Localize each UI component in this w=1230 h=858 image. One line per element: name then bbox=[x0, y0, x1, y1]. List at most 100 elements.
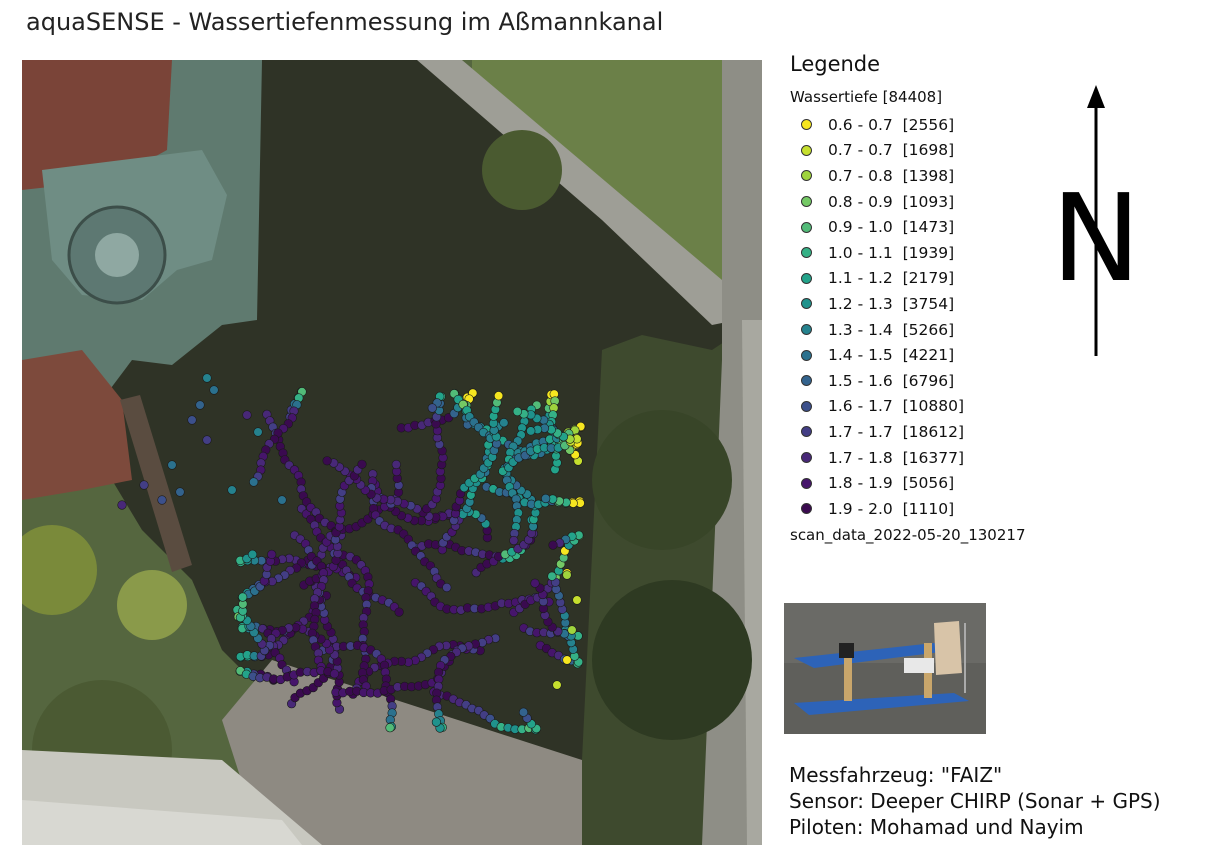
legend-swatch-icon bbox=[801, 144, 812, 156]
legend-title: Legende bbox=[790, 52, 881, 76]
depth-points-layer bbox=[117, 373, 586, 735]
legend-item: 1.6 - 1.7 [10880] bbox=[790, 394, 1090, 420]
bridge bbox=[120, 395, 192, 572]
legend-layer-label: Wassertiefe [84408] bbox=[790, 88, 943, 106]
depth-point bbox=[187, 415, 197, 425]
legend-swatch-icon bbox=[801, 452, 812, 464]
depth-point bbox=[167, 460, 177, 470]
legend-item-count: [2179] bbox=[902, 269, 955, 288]
legend-item-label: 1.2 - 1.3 bbox=[828, 294, 893, 313]
legend-item-count: [5056] bbox=[902, 474, 955, 493]
legend-items: 0.6 - 0.7 [2556]0.7 - 0.7 [1698]0.7 - 0.… bbox=[790, 112, 1090, 522]
legend-panel: Legende Wassertiefe [84408] 0.6 - 0.7 [2… bbox=[790, 52, 1090, 544]
legend-swatch-icon bbox=[801, 170, 812, 182]
legend-swatch-icon bbox=[801, 221, 812, 233]
legend-swatch-icon bbox=[801, 247, 812, 259]
legend-item-label: 0.7 - 0.7 bbox=[828, 141, 893, 160]
depth-point bbox=[202, 373, 212, 383]
legend-swatch-icon bbox=[801, 272, 812, 284]
depth-point bbox=[509, 535, 519, 546]
depth-point bbox=[518, 707, 529, 717]
depth-point bbox=[157, 495, 167, 505]
legend-item: 0.6 - 0.7 [2556] bbox=[790, 112, 1090, 138]
depth-point bbox=[385, 723, 395, 733]
map-title: aquaSENSE - Wassertiefenmessung im Aßman… bbox=[26, 8, 664, 36]
legend-item: 0.8 - 0.9 [1093] bbox=[790, 189, 1090, 215]
depth-point bbox=[329, 669, 340, 679]
legend-item-count: [1939] bbox=[902, 243, 955, 262]
legend-item-count: [4221] bbox=[902, 346, 955, 365]
legend-item-count: [2556] bbox=[902, 115, 955, 134]
vehicle-info: Messfahrzeug: "FAIZ" Sensor: Deeper CHIR… bbox=[789, 762, 1161, 840]
depth-point bbox=[547, 571, 557, 581]
depth-point bbox=[562, 570, 572, 580]
boat-photo bbox=[784, 603, 986, 734]
depth-point bbox=[548, 540, 558, 550]
depth-point bbox=[394, 607, 404, 617]
legend-swatch-icon bbox=[801, 426, 812, 438]
vehicle-name: Messfahrzeug: "FAIZ" bbox=[789, 763, 1003, 787]
legend-swatch-icon bbox=[801, 119, 812, 131]
depth-point bbox=[249, 477, 259, 487]
legend-item-label: 0.7 - 0.8 bbox=[828, 166, 893, 185]
depth-point bbox=[322, 456, 332, 466]
depth-point bbox=[442, 582, 452, 593]
depth-point bbox=[499, 418, 509, 428]
north-arrow-icon: N bbox=[1060, 85, 1140, 356]
promenade bbox=[222, 660, 582, 845]
map-frame[interactable] bbox=[22, 60, 762, 845]
depth-point bbox=[552, 680, 562, 690]
depth-point bbox=[195, 400, 205, 410]
depth-point bbox=[494, 391, 504, 401]
legend-item-label: 1.5 - 1.6 bbox=[828, 371, 893, 390]
legend-item-label: 1.1 - 1.2 bbox=[828, 269, 893, 288]
legend-swatch-icon bbox=[801, 477, 812, 489]
legend-item-label: 0.8 - 0.9 bbox=[828, 192, 893, 211]
legend-item-count: [18612] bbox=[902, 422, 965, 441]
legend-item-count: [5266] bbox=[902, 320, 955, 339]
legend-item-label: 0.6 - 0.7 bbox=[828, 115, 893, 134]
legend-item-count: [16377] bbox=[902, 448, 965, 467]
legend-item: 1.0 - 1.1 [1939] bbox=[790, 240, 1090, 266]
depth-point bbox=[209, 385, 219, 395]
boat-image bbox=[784, 603, 986, 734]
legend-item-label: 1.7 - 1.8 bbox=[828, 448, 893, 467]
depth-point bbox=[431, 717, 442, 727]
depth-point bbox=[357, 459, 367, 469]
legend-item-label: 1.4 - 1.5 bbox=[828, 346, 893, 365]
building-plaza bbox=[22, 350, 132, 500]
legend-item: 1.5 - 1.6 [6796] bbox=[790, 368, 1090, 394]
depth-point bbox=[139, 480, 149, 490]
legend-swatch-icon bbox=[801, 349, 812, 361]
depth-point bbox=[567, 625, 577, 635]
legend-item-count: [1093] bbox=[902, 192, 955, 211]
footpath bbox=[417, 60, 762, 325]
depth-point bbox=[530, 578, 540, 588]
legend-item-label: 1.8 - 1.9 bbox=[828, 474, 893, 493]
depth-point bbox=[541, 493, 551, 504]
legend-item: 1.3 - 1.4 [5266] bbox=[790, 317, 1090, 343]
legend-item-count: [1473] bbox=[902, 218, 955, 237]
depth-point bbox=[512, 406, 523, 417]
legend-swatch-icon bbox=[801, 503, 812, 515]
legend-item-count: [1698] bbox=[902, 141, 955, 160]
legend-item-label: 1.3 - 1.4 bbox=[828, 320, 893, 339]
legend-item: 0.7 - 0.7 [1698] bbox=[790, 138, 1090, 164]
depth-point bbox=[202, 435, 212, 445]
depth-point bbox=[238, 592, 248, 602]
depth-point bbox=[175, 487, 185, 497]
pilots-info: Piloten: Mohamad und Nayim bbox=[789, 815, 1084, 839]
depth-point bbox=[526, 426, 536, 436]
legend-item: 1.7 - 1.7 [18612] bbox=[790, 419, 1090, 445]
legend-item-label: 1.6 - 1.7 bbox=[828, 397, 893, 416]
depth-point bbox=[247, 549, 258, 560]
legend-item-count: [1110] bbox=[902, 499, 955, 518]
depth-point bbox=[277, 495, 287, 505]
building-terrace bbox=[22, 60, 172, 190]
legend-item: 1.8 - 1.9 [5056] bbox=[790, 470, 1090, 496]
legend-source-label: scan_data_2022-05-20_130217 bbox=[790, 525, 1026, 544]
legend-item: 1.2 - 1.3 [3754] bbox=[790, 291, 1090, 317]
depth-point bbox=[427, 403, 437, 413]
legend-swatch-icon bbox=[801, 400, 812, 412]
north-letter: N bbox=[1060, 170, 1140, 309]
